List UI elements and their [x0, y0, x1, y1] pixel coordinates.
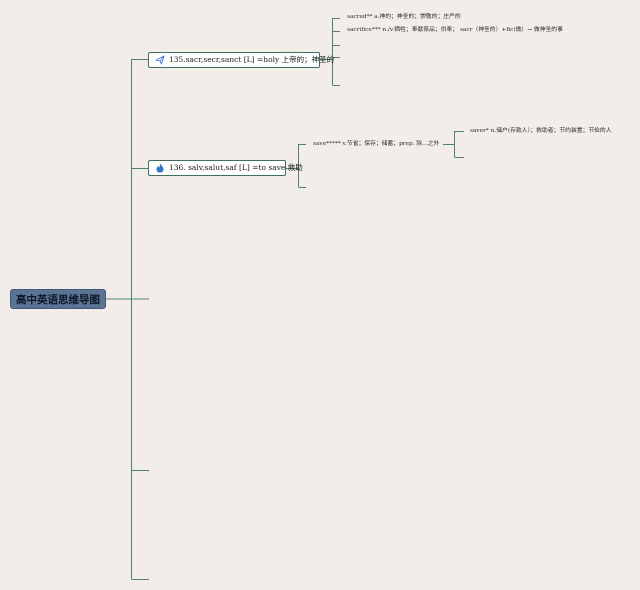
branch-135-topic[interactable]: 135.sacr,secr,sanct [L] =holy 上帝的；神圣的	[148, 52, 334, 68]
branch-136-topic[interactable]: 136. salv,salut,saf [L] =to save 救助	[148, 160, 303, 176]
leaf-sacred[interactable]: sacred** a.神的；神圣的；崇敬的；庄严的	[347, 14, 461, 20]
leaf-sacrifice[interactable]: sacrifice*** n./v.牺牲；奉献祭品；供奉； sacr（神圣的）+…	[347, 27, 563, 33]
branch-135-label: 135.sacr,secr,sanct [L] =holy 上帝的；神圣的	[169, 55, 335, 64]
leaf-saver[interactable]: saver* n.储户(存款人）；救助者；节约装置；节俭的人	[470, 128, 612, 134]
leaf-save[interactable]: save***** v.节省；保存；储蓄；prep. 除...之外	[313, 141, 440, 147]
branch-136-label: 136. salv,salut,saf [L] =to save 救助	[169, 163, 303, 172]
root-topic[interactable]: 高中英语思维导图	[10, 289, 106, 309]
paper-plane-icon	[155, 55, 165, 65]
fire-icon	[155, 163, 165, 173]
